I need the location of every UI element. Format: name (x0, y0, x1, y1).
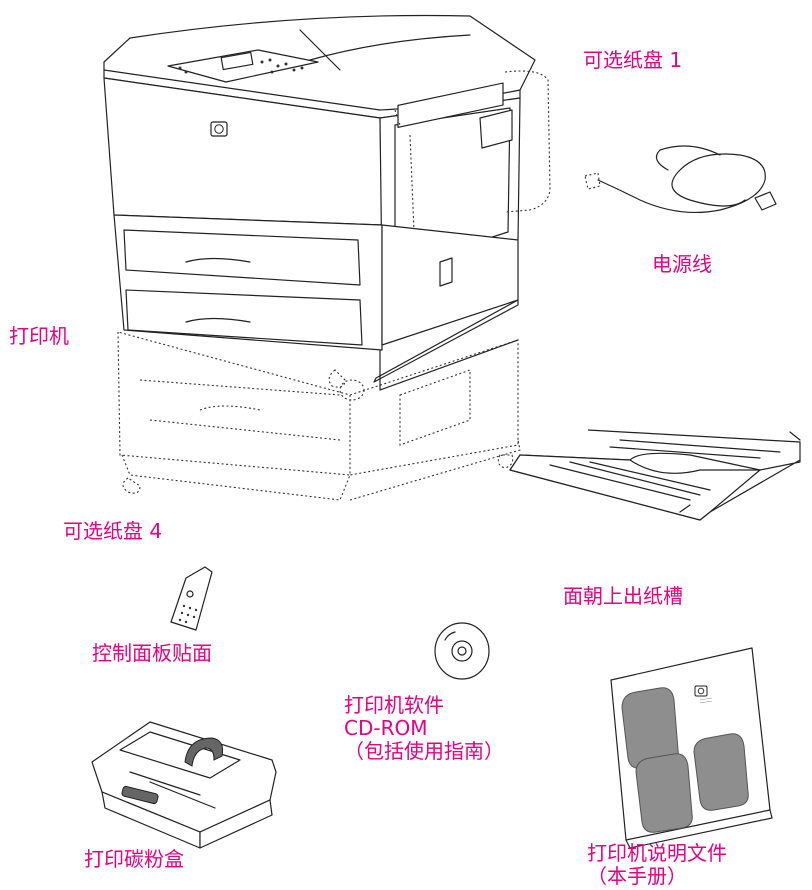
documentation-book-illustration (610, 647, 773, 849)
label-toner-cartridge: 打印碳粉盒 (84, 847, 184, 871)
hp-logo-icon (210, 121, 228, 137)
label-documentation-line1: 打印机说明文件 (587, 841, 727, 865)
label-software-cd-line2: CD-ROM (344, 716, 428, 740)
power-cord-illustration (584, 145, 777, 214)
label-face-up-bin: 面朝上出纸槽 (563, 584, 683, 608)
label-documentation: 打印机说明文件 （本手册） (587, 842, 727, 888)
label-optional-tray-4: 可选纸盘 4 (63, 519, 163, 543)
control-panel-overlay-illustration (170, 566, 213, 631)
label-software-cd-line1: 打印机软件 (344, 693, 444, 717)
label-control-panel-overlay: 控制面板贴面 (92, 641, 212, 665)
label-documentation-line2: （本手册） (587, 864, 687, 888)
face-up-bin-illustration (509, 429, 801, 521)
label-printer: 打印机 (9, 324, 69, 348)
label-power-cord: 电源线 (652, 252, 712, 276)
label-software-cd-line3: （包括使用指南） (344, 739, 504, 763)
cd-rom-illustration (434, 622, 490, 680)
printer-illustration (103, 14, 551, 501)
toner-cartridge-illustration (91, 721, 277, 849)
label-software-cd: 打印机软件 CD-ROM （包括使用指南） (344, 694, 504, 763)
label-optional-tray-1: 可选纸盘 1 (583, 48, 683, 72)
